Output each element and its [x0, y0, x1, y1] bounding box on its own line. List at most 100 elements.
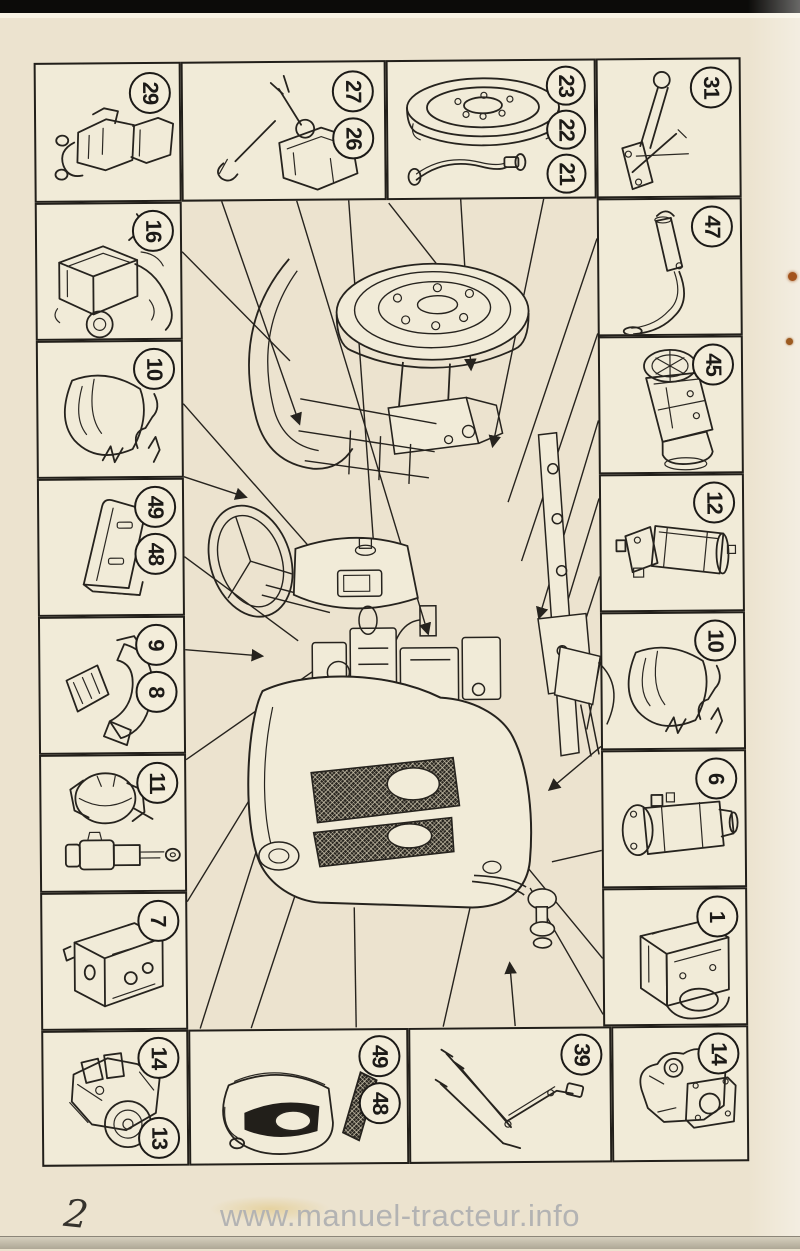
part-number-badge: 45 [691, 343, 735, 386]
parts-cell-10-left: 10 [35, 339, 184, 479]
part-number: 39 [569, 1043, 595, 1066]
rust-spot [786, 338, 793, 345]
part-number: 16 [140, 219, 167, 243]
dash-fuel-tank [293, 537, 418, 609]
parts-cell-7: 7 [40, 891, 189, 1031]
part-number: 12 [701, 491, 728, 514]
part-number: 14 [146, 1046, 172, 1070]
parts-cell-12: 12 [598, 473, 745, 613]
part-number-badge: 29 [128, 71, 172, 115]
engine-cluster [300, 605, 501, 721]
grille-mesh-lower [314, 818, 454, 867]
part-number: 11 [145, 772, 171, 794]
part-number: 14 [706, 1042, 732, 1065]
exhaust-pipe-icon [599, 199, 741, 334]
parts-cell-29: 29 [33, 61, 182, 203]
part-number-badge: 13 [137, 1116, 181, 1160]
part-number-badge: 39 [560, 1033, 603, 1076]
paper-stain [210, 1196, 330, 1222]
scan-edge-top [0, 0, 800, 13]
part-number: 10 [703, 629, 729, 652]
part-number-badge: 23 22 21 [545, 65, 587, 194]
grille-mesh-upper [311, 758, 459, 823]
parts-cell-45: 45 [597, 335, 744, 475]
lift-rod-icon [598, 59, 740, 196]
callout-lines [182, 198, 603, 1028]
part-number-badge: 11 [136, 761, 179, 805]
part-number-badge: 6 [695, 757, 738, 800]
fuel-pump-injector-icon [41, 756, 185, 891]
part-number: 10 [141, 357, 168, 381]
part-number: 47 [699, 215, 725, 238]
parts-cell-6: 6 [601, 749, 748, 889]
part-number: 7 [146, 915, 172, 927]
part-number: 29 [137, 81, 163, 105]
part-number: 45 [700, 353, 727, 376]
parts-cell-14-bottom: 14 [611, 1025, 750, 1163]
starter-motor-icon [603, 751, 745, 886]
tie-rod-ball-joint [472, 875, 557, 949]
parts-cell-26-27: 27 26 [180, 60, 387, 202]
part-number: 31 [698, 76, 724, 99]
engine-gearbox-icon [43, 1032, 187, 1165]
engine-block-icon [42, 894, 186, 1029]
part-number: 23 [553, 74, 579, 98]
part-number: 27 [340, 80, 366, 103]
handwritten-page-number: 2 [61, 1190, 91, 1238]
part-number: 21 [554, 162, 580, 186]
part-number: 49 [367, 1044, 393, 1068]
part-number-badge: 14 [697, 1032, 740, 1075]
part-number: 26 [341, 127, 367, 150]
parts-cell-13-14: 14 13 [41, 1029, 190, 1167]
part-number-badge: 7 [137, 899, 180, 943]
part-number: 48 [143, 542, 169, 566]
part-number-badge: 31 [689, 66, 732, 109]
parts-cell-47: 47 [596, 197, 743, 337]
watermark-text: www.manuel-tracteur.info [219, 1198, 581, 1233]
part-number-badge: 14 [137, 1036, 180, 1080]
steering-wheel [195, 494, 307, 627]
parts-cell-1: 1 [602, 887, 749, 1027]
scan-edge-top-highlight [0, 13, 800, 18]
parts-cell-31: 31 [595, 57, 742, 199]
part-number: 13 [146, 1126, 173, 1150]
part-number: 1 [705, 910, 731, 923]
part-number: 6 [704, 772, 730, 785]
part-number-badge: 49 48 [358, 1035, 401, 1125]
rust-spot [788, 272, 797, 281]
tractor-illustration [193, 256, 616, 950]
oil-filter-icon [601, 475, 743, 610]
parts-cell-11: 11 [39, 753, 188, 893]
parts-cell-39: 39 [408, 1026, 613, 1164]
part-number: 8 [144, 686, 170, 698]
scan-edge-bottom [0, 1236, 800, 1249]
part-number-badge: 27 26 [331, 70, 375, 160]
part-number: 9 [144, 639, 170, 651]
parts-cell-16: 16 [34, 201, 183, 341]
rear-drum [336, 263, 529, 455]
gearshift-levers-icon [183, 62, 385, 200]
part-number-badge: 12 [692, 481, 736, 524]
hitch-linkage-icon [410, 1028, 610, 1162]
battery-wiring-icon [37, 204, 181, 339]
fender-and-seat [248, 258, 437, 485]
part-number-badge: 16 [131, 209, 175, 253]
part-number-badge: 10 [694, 619, 737, 662]
steering-box-icon [600, 337, 742, 472]
engine-assembly-icon [604, 889, 746, 1024]
part-number-badge: 1 [696, 895, 739, 938]
steering-column [262, 585, 332, 614]
part-number: 49 [143, 495, 169, 519]
part-number-badge: 47 [690, 205, 734, 248]
parts-cell-48-49-left: 49 48 [36, 477, 185, 617]
part-number: 22 [554, 118, 580, 142]
part-number: 48 [367, 1091, 393, 1115]
part-number-badge: 49 48 [133, 485, 177, 576]
parts-cell-8-9: 9 8 [37, 615, 187, 755]
parts-cell-10-right: 10 [599, 611, 747, 751]
hood-and-grille [247, 675, 531, 909]
part-number-badge: 10 [132, 347, 176, 391]
parts-cell-48-49-bottom: 49 48 [188, 1027, 410, 1166]
